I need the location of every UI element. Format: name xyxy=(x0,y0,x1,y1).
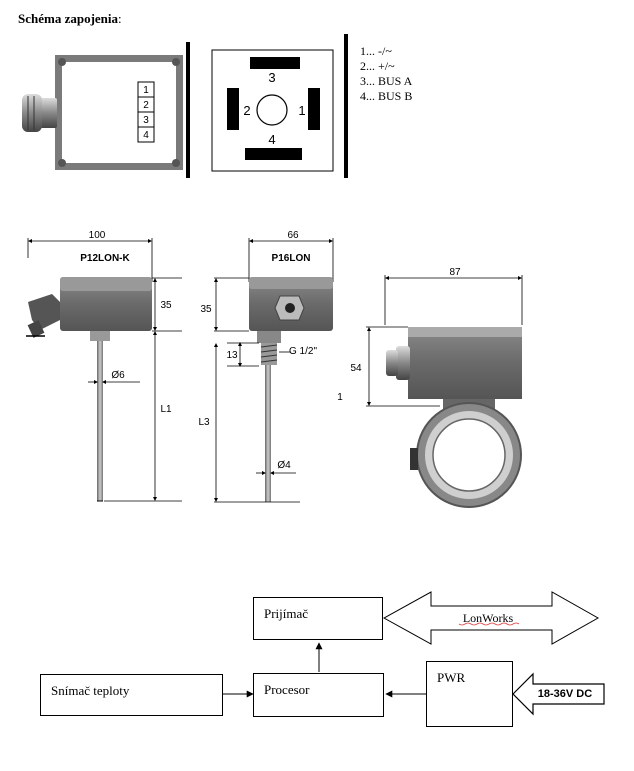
gland-hole-icon xyxy=(285,303,295,313)
processor-label: Procesor xyxy=(264,682,310,697)
pin-legend-item: 1... -/~ xyxy=(360,44,392,58)
dim-width: 66 xyxy=(287,230,299,241)
cable-gland-icon xyxy=(396,346,410,380)
housing-lid xyxy=(408,327,522,337)
block-arrows xyxy=(223,591,605,716)
model-label: P12LON-K xyxy=(80,253,130,264)
dim-height: 35 xyxy=(200,304,212,315)
center-pin-icon xyxy=(256,94,288,126)
dim-diameter: Ø4 xyxy=(277,460,291,471)
terminal-label: 1 xyxy=(143,85,149,96)
pin-label: 3 xyxy=(268,70,275,85)
lonworks-label: LonWorks xyxy=(463,611,514,625)
sensor-neck xyxy=(90,331,110,341)
dim-length: L1 xyxy=(160,404,172,415)
pin-legend-item: 3... BUS A xyxy=(360,74,413,88)
cable-gland-nut-icon xyxy=(386,350,398,376)
lonworks-bus-arrow xyxy=(382,591,600,645)
drawing-p16lon: 66 P16LON 35 13 G 1/2" xyxy=(198,230,334,503)
wiring-title: Schéma zapojenia: xyxy=(18,11,122,27)
terminal-box-inner xyxy=(62,62,176,163)
separator-bar xyxy=(344,34,348,178)
dim-width: 87 xyxy=(449,267,461,278)
dim-height: 54 xyxy=(350,363,362,374)
housing-lid xyxy=(60,277,152,291)
pin-legend-item: 2... +/~ xyxy=(360,59,395,73)
dim-width: 100 xyxy=(89,230,106,241)
sensor-label: Snímač teploty xyxy=(51,683,130,698)
separator-bar xyxy=(186,42,190,178)
pin-contact-1 xyxy=(308,88,320,130)
dim-thread: G 1/2" xyxy=(289,346,317,357)
clamp-screw-icon xyxy=(410,448,418,470)
side-mark: 1 xyxy=(337,392,343,403)
wiring-title-suffix: : xyxy=(118,11,122,26)
pin-contact-4 xyxy=(245,148,302,160)
drawing-pipe-sensor: 87 54 1 xyxy=(337,267,523,508)
screw-icon xyxy=(172,58,180,66)
dim-diameter: Ø6 xyxy=(111,370,125,381)
wiring-title-bold: Schéma zapojenia xyxy=(18,11,119,26)
pin-label: 2 xyxy=(243,103,250,118)
pipe-icon xyxy=(432,418,506,492)
terminal-box: 1 2 3 4 xyxy=(22,55,183,170)
pin-label: 4 xyxy=(268,132,275,147)
screw-icon xyxy=(58,159,66,167)
screw-icon xyxy=(58,58,66,66)
supply-arrow xyxy=(512,672,605,716)
cable-gland-nut-icon xyxy=(22,94,42,132)
sensor-stem xyxy=(265,365,271,502)
dim-thread-length: 13 xyxy=(226,350,238,361)
terminal-label: 2 xyxy=(143,100,149,111)
pin-contact-2 xyxy=(227,88,239,130)
terminal-label: 3 xyxy=(143,115,149,126)
power-label: PWR xyxy=(437,670,466,685)
sensor-block: Snímač teploty xyxy=(40,674,223,716)
receiver-label: Prijímač xyxy=(264,606,309,621)
side-connector-icon xyxy=(28,294,60,330)
dim-height: 35 xyxy=(160,300,172,311)
connector-face: 3 4 2 1 xyxy=(211,49,334,172)
supply-label: 18-36V DC xyxy=(538,688,592,700)
model-label: P16LON xyxy=(272,253,311,264)
receiver-block: Prijímač xyxy=(253,597,383,640)
screw-icon xyxy=(172,159,180,167)
housing-lid xyxy=(249,277,333,289)
sensor-housing xyxy=(408,327,522,399)
thread-icon xyxy=(261,343,277,365)
terminal-label: 4 xyxy=(143,130,149,141)
processor-block: Procesor xyxy=(253,673,384,717)
cable-gland-icon xyxy=(40,98,57,128)
drawing-p12lon-k: 100 P12LON-K 35 Ø6 L1 xyxy=(26,230,182,502)
pin-legend-item: 4... BUS B xyxy=(360,89,413,103)
sensor-stem xyxy=(97,341,103,501)
pin-label: 1 xyxy=(298,103,305,118)
spellcheck-underline xyxy=(458,622,520,626)
dim-length: L3 xyxy=(198,417,210,428)
sensor-nut xyxy=(257,331,281,343)
pin-contact-3 xyxy=(250,57,300,69)
power-block: PWR xyxy=(426,661,513,727)
pin-legend: 1... -/~ 2... +/~ 3... BUS A 4... BUS B xyxy=(360,44,412,104)
